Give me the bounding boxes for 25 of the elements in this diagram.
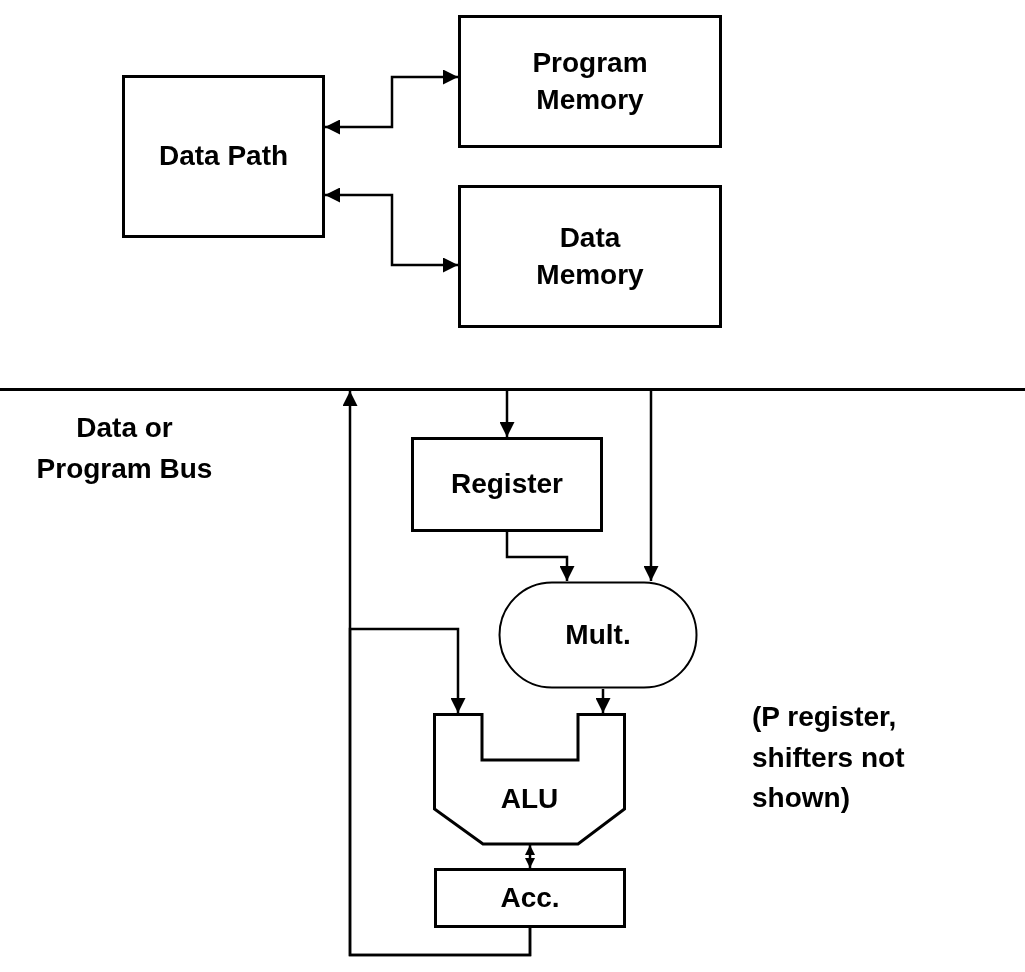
block-label: Acc.	[500, 880, 560, 915]
block-label: Data Path	[158, 139, 289, 174]
block-label: Program Memory	[531, 46, 649, 117]
data-path-box	[122, 75, 325, 238]
memory-box	[458, 185, 722, 328]
block-label: Register	[450, 467, 563, 502]
bus-line	[0, 388, 1025, 391]
multiplier-shape	[498, 581, 698, 689]
arrow	[325, 187, 458, 273]
block-label: Mult.	[565, 617, 631, 652]
memory-box	[458, 15, 722, 148]
arrow	[525, 845, 535, 868]
alu-shape	[433, 713, 626, 845]
arrow	[595, 689, 611, 713]
accumulator-box	[434, 868, 626, 928]
bus-label: Data or Program Bus	[35, 411, 214, 486]
arrow	[342, 391, 532, 957]
note-text: (P register, shifters not shown)	[752, 700, 906, 816]
block-label: ALU	[500, 781, 559, 816]
arrow	[505, 532, 575, 581]
register-box	[411, 437, 603, 532]
arrow	[325, 69, 458, 135]
arrow	[499, 391, 515, 437]
block-label: Data Memory	[535, 221, 645, 292]
arrow	[643, 391, 659, 581]
